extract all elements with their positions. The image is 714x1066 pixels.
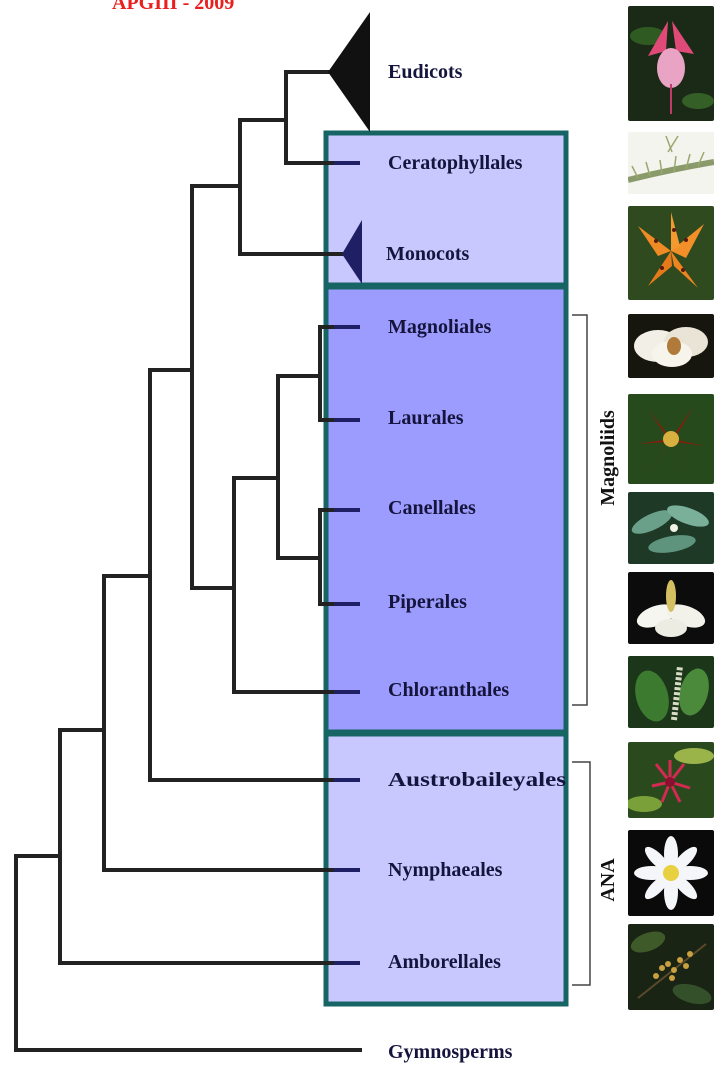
tree-branches <box>16 72 360 1050</box>
label-monocots: Monocots <box>386 243 470 265</box>
orange-lily-photo <box>628 206 714 300</box>
label-magnoliids: Magnoliids <box>597 410 619 506</box>
magnoliids-bracket <box>572 315 587 705</box>
label-laurales: Laurales <box>388 407 464 429</box>
ana-bracket <box>572 762 590 985</box>
label-ceratophyllales: Ceratophyllales <box>388 152 523 174</box>
label-eudicots: Eudicots <box>388 61 463 83</box>
label-gymnosperms: Gymnosperms <box>388 1041 513 1063</box>
label-piperales: Piperales <box>388 591 467 613</box>
label-chloranthales: Chloranthales <box>388 679 509 701</box>
hornwort-sprig-photo <box>628 132 714 194</box>
label-canellales: Canellales <box>388 497 476 519</box>
drimys-leaves-photo <box>628 492 714 564</box>
label-ana: ANA <box>597 858 619 902</box>
lizard-tail-flower-photo <box>628 572 714 644</box>
label-amborellales: Amborellales <box>388 951 501 973</box>
label-magnoliales: Magnoliales <box>388 316 492 338</box>
chloranthus-spike-photo <box>628 656 714 728</box>
label-nymphaeales: Nymphaeales <box>388 859 503 881</box>
calycanthus-flower-photo <box>628 394 714 484</box>
branch-magnoliid-core <box>278 376 320 558</box>
label-austrobaileyales: Austrobaileyales <box>388 769 566 791</box>
eudicots-collapsed-triangle <box>328 12 370 132</box>
magnolia-flower-photo <box>628 314 714 378</box>
fuchsia-flower-photo <box>628 6 714 121</box>
branch-root <box>16 856 360 1050</box>
branch-nymphaeales-node <box>104 576 358 870</box>
amborella-fruit-photo <box>628 924 714 1010</box>
illicium-flower-photo <box>628 742 714 818</box>
water-lily-photo <box>628 830 714 916</box>
